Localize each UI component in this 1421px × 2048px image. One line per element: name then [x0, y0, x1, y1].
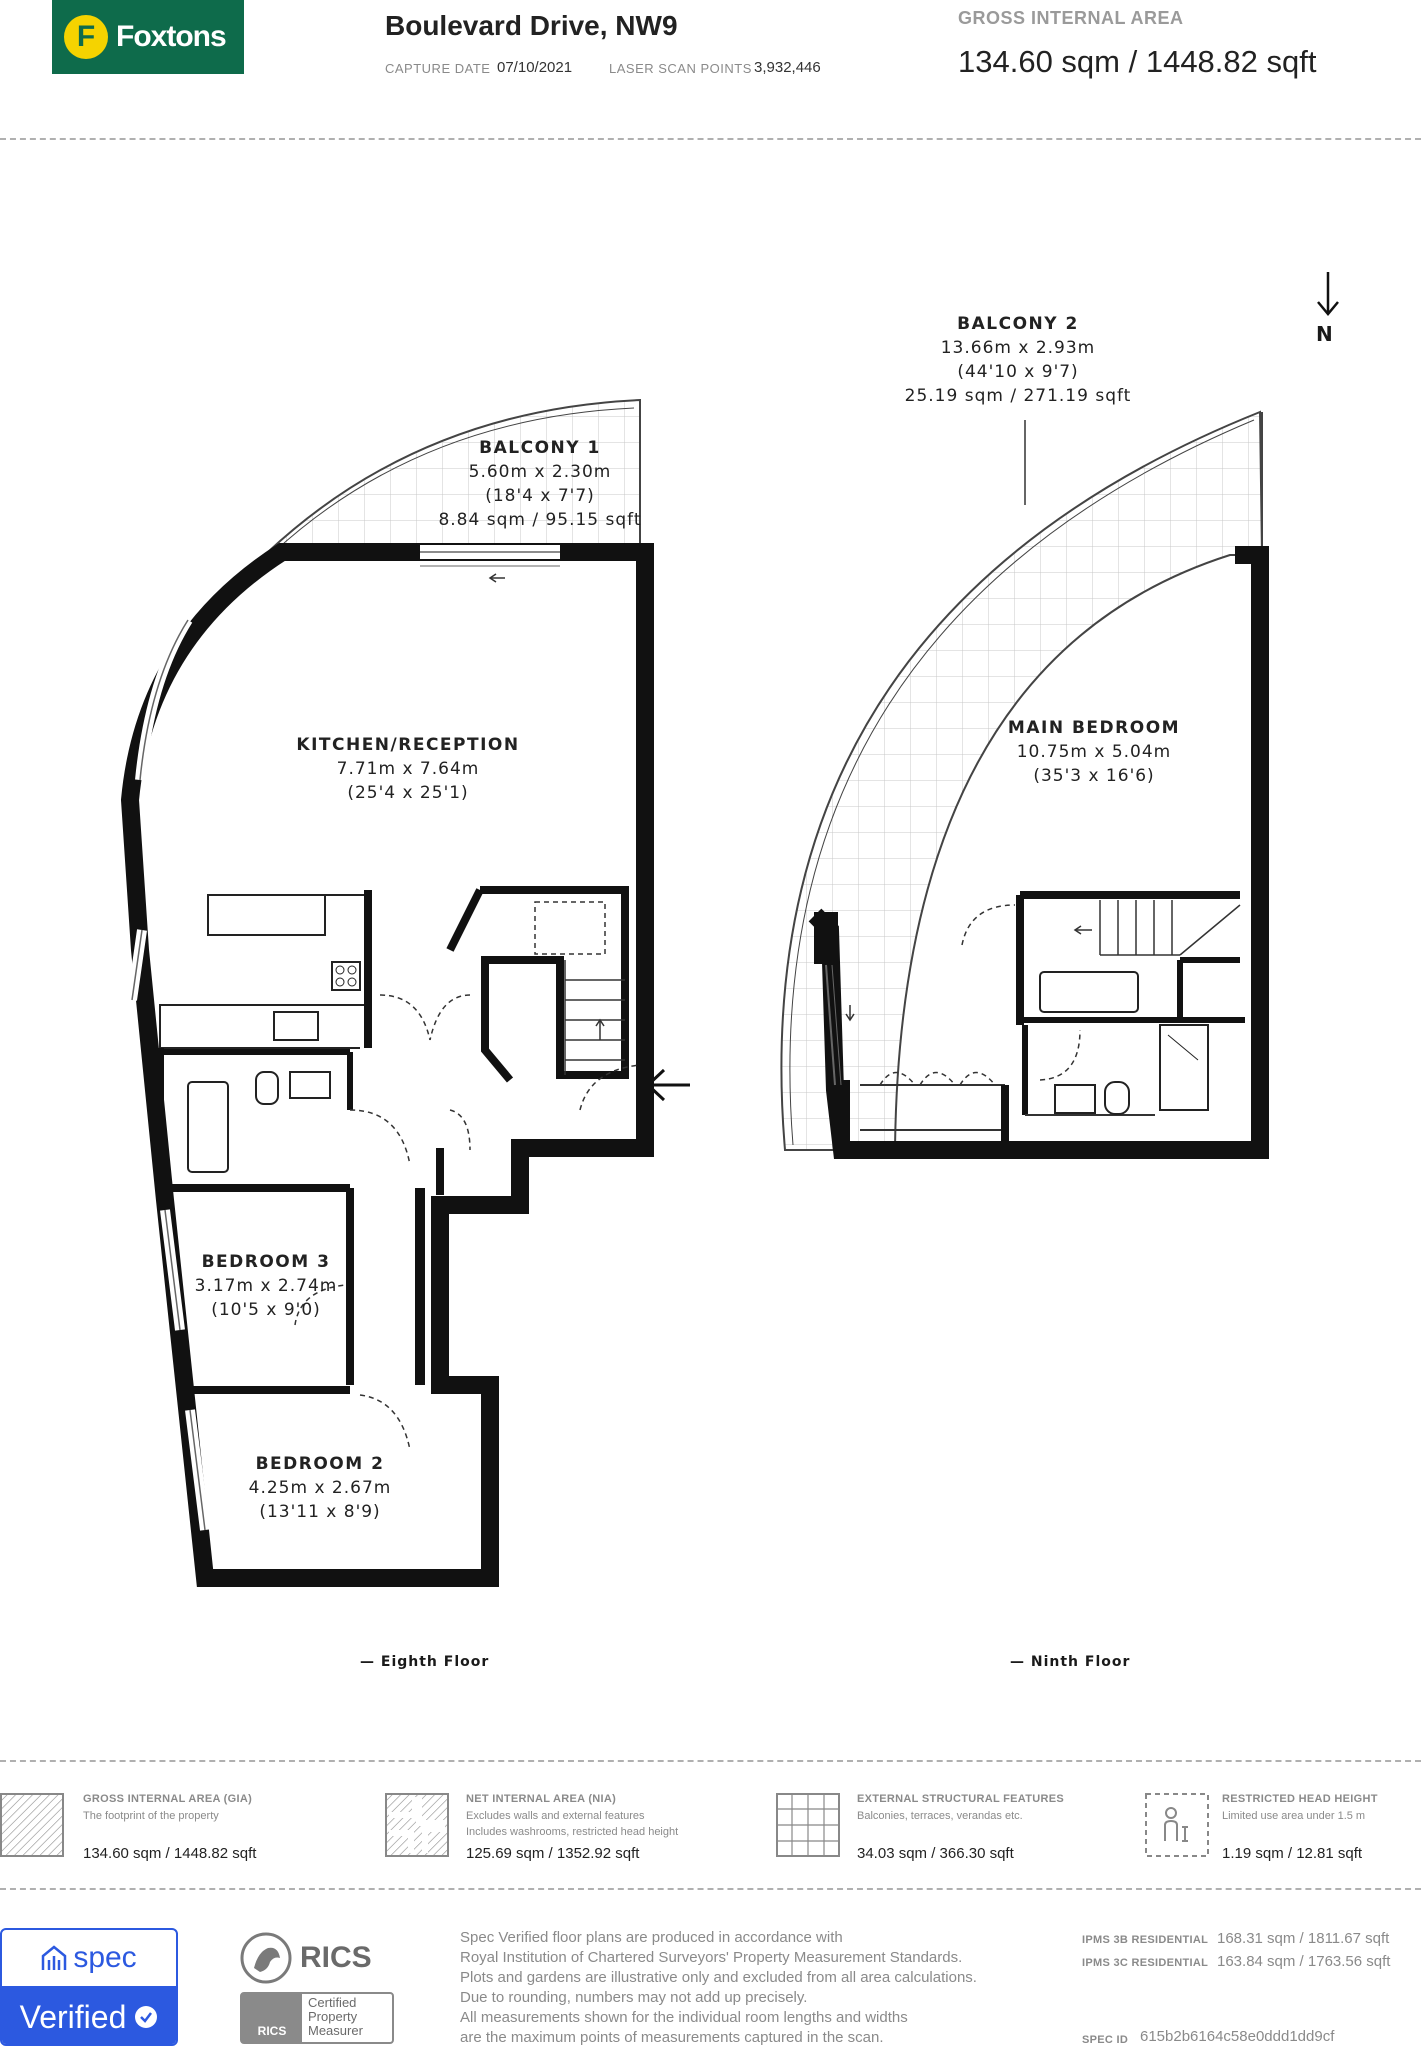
ninth-floor-plan [780, 410, 1269, 1159]
legend-restricted: RESTRICTED HEAD HEIGHT Limited use area … [1222, 1793, 1412, 1863]
laser-scan-value: 3,932,446 [754, 59, 821, 76]
certified-line-2: Property [308, 2009, 358, 2024]
hatched-square-icon [0, 1793, 64, 1857]
legend-desc-2: Includes washrooms, restricted head heig… [466, 1826, 679, 1838]
foxtons-logo-text: Foxtons [116, 20, 227, 53]
gia-header-label: GROSS INTERNAL AREA [958, 8, 1184, 28]
legend-title: GROSS INTERNAL AREA (GIA) [83, 1793, 253, 1805]
disclaimer-line: are the maximum points of measurements c… [460, 2029, 884, 2046]
rics-small-text: RICS [242, 1994, 302, 2042]
ninth-floor-label: — Ninth Floor [1010, 1654, 1131, 1670]
capture-date-value: 07/10/2021 [497, 59, 573, 76]
legend-nia: NET INTERNAL AREA (NIA) Excludes walls a… [466, 1793, 766, 1863]
room-metric: 3.17m x 2.74m [194, 1276, 338, 1296]
header-divider [0, 138, 1421, 140]
room-imperial: (44'10 x 9'7) [957, 362, 1079, 382]
floor-plan [120, 272, 1339, 1587]
north-label: N [1316, 322, 1333, 346]
spec-id-value: 615b2b6164c58e0ddd1dd9cf [1140, 2028, 1335, 2045]
verified-text: Verified [19, 1998, 127, 2035]
disclaimer: Spec Verified floor plans are produced i… [460, 1928, 1060, 2048]
foxtons-logo[interactable]: F Foxtons [52, 0, 244, 74]
room-name: BALCONY 1 [479, 438, 601, 458]
legend-desc: The footprint of the property [83, 1810, 219, 1822]
legend-bottom-divider [0, 1888, 1421, 1890]
rics-lion-icon [240, 1932, 292, 1984]
room-balcony-2: BALCONY 2 13.66m x 2.93m (44'10 x 9'7) 2… [868, 314, 1168, 406]
room-imperial: (25'4 x 25'1) [347, 783, 469, 803]
eighth-floor-walls [120, 543, 654, 1587]
legend-title: RESTRICTED HEAD HEIGHT [1222, 1793, 1378, 1805]
eighth-floor-label: — Eighth Floor [360, 1654, 490, 1670]
balcony-1-area [265, 398, 641, 553]
spec-house-icon [42, 1945, 67, 1970]
room-metric: 5.60m x 2.30m [468, 462, 612, 482]
spec-verified-badge[interactable]: spec Verified [0, 1928, 178, 2046]
disclaimer-line: Spec Verified floor plans are produced i… [460, 1929, 843, 1946]
room-balcony-1: BALCONY 1 5.60m x 2.30m (18'4 x 7'7) 8.8… [390, 438, 690, 530]
legend-external: EXTERNAL STRUCTURAL FEATURES Balconies, … [857, 1793, 1127, 1863]
eighth-floor-plan [120, 398, 690, 1587]
room-metric: 13.66m x 2.93m [940, 338, 1096, 358]
legend-value: 1.19 sqm / 12.81 sqft [1222, 1845, 1363, 1862]
spec-text: spec [73, 1941, 137, 1974]
room-bedroom-3: BEDROOM 3 3.17m x 2.74m (10'5 x 9'0) [166, 1252, 366, 1320]
room-imperial: (18'4 x 7'7) [485, 486, 595, 506]
room-kitchen-reception: KITCHEN/RECEPTION 7.71m x 7.64m (25'4 x … [258, 735, 558, 803]
certified-measurer-badge: RICS Certified Property Measurer [240, 1992, 394, 2044]
legend-top-divider [0, 1760, 1421, 1762]
ipms-3c-value: 163.84 sqm / 1763.56 sqft [1217, 1953, 1391, 1970]
certified-line-3: Measurer [308, 2023, 363, 2038]
room-metric: 4.25m x 2.67m [248, 1478, 392, 1498]
legend-value: 34.03 sqm / 366.30 sqft [857, 1845, 1014, 1862]
legend-title: NET INTERNAL AREA (NIA) [466, 1793, 617, 1805]
spec-id-label: SPEC ID [1082, 2034, 1129, 2046]
disclaimer-line: Plots and gardens are illustrative only … [460, 1969, 977, 1986]
rics-logo: RICS [240, 1928, 400, 1988]
ipms-3b-label: IPMS 3B RESIDENTIAL [1082, 1934, 1209, 1946]
room-bedroom-2: BEDROOM 2 4.25m x 2.67m (13'11 x 8'9) [220, 1454, 420, 1522]
property-address: Boulevard Drive, NW9 [385, 10, 678, 41]
north-arrow-icon [1317, 272, 1339, 316]
room-imperial: (10'5 x 9'0) [211, 1300, 321, 1320]
person-icon [1145, 1793, 1209, 1857]
disclaimer-line: Due to rounding, numbers may not add up … [460, 1989, 808, 2006]
ipms-3c-label: IPMS 3C RESIDENTIAL [1082, 1957, 1209, 1969]
room-main-bedroom: MAIN BEDROOM 10.75m x 5.04m (35'3 x 16'6… [944, 718, 1244, 786]
room-imperial: (35'3 x 16'6) [1033, 766, 1155, 786]
disclaimer-line: Royal Institution of Chartered Surveyors… [460, 1949, 963, 1966]
room-name: KITCHEN/RECEPTION [296, 735, 520, 755]
room-name: BEDROOM 2 [255, 1454, 385, 1474]
room-name: MAIN BEDROOM [1007, 718, 1181, 738]
gia-header-value: 134.60 sqm / 1448.82 sqft [958, 44, 1317, 79]
laser-scan-label: LASER SCAN POINTS [609, 61, 752, 76]
foxtons-logo-icon: F [64, 15, 108, 59]
entrance-arrow-icon [645, 1068, 690, 1102]
legend-desc: Limited use area under 1.5 m [1222, 1810, 1366, 1822]
legend-title: EXTERNAL STRUCTURAL FEATURES [857, 1793, 1065, 1805]
floorplan-icon [385, 1793, 449, 1857]
room-metric: 7.71m x 7.64m [336, 759, 480, 779]
legend-desc: Excludes walls and external features [466, 1810, 645, 1822]
balcony-2-area [780, 410, 1264, 1151]
room-metric: 10.75m x 5.04m [1016, 742, 1172, 762]
grid-icon [776, 1793, 840, 1857]
disclaimer-line: All measurements shown for the individua… [460, 2009, 908, 2026]
legend-value: 125.69 sqm / 1352.92 sqft [466, 1845, 640, 1862]
room-imperial: (13'11 x 8'9) [259, 1502, 381, 1522]
check-icon [135, 2006, 158, 2028]
capture-date-label: CAPTURE DATE [385, 61, 491, 76]
room-name: BALCONY 2 [957, 314, 1079, 334]
certified-line-1: Certified [308, 1995, 357, 2010]
room-area: 8.84 sqm / 95.15 sqft [438, 510, 642, 530]
room-area: 25.19 sqm / 271.19 sqft [904, 386, 1132, 406]
ipms-3b-value: 168.31 sqm / 1811.67 sqft [1217, 1930, 1390, 1947]
rics-text: RICS [300, 1941, 372, 1974]
room-name: BEDROOM 3 [201, 1252, 331, 1272]
legend-value: 134.60 sqm / 1448.82 sqft [83, 1845, 257, 1862]
legend-gia: GROSS INTERNAL AREA (GIA) The footprint … [83, 1793, 363, 1863]
legend-desc: Balconies, terraces, verandas etc. [857, 1810, 1023, 1822]
